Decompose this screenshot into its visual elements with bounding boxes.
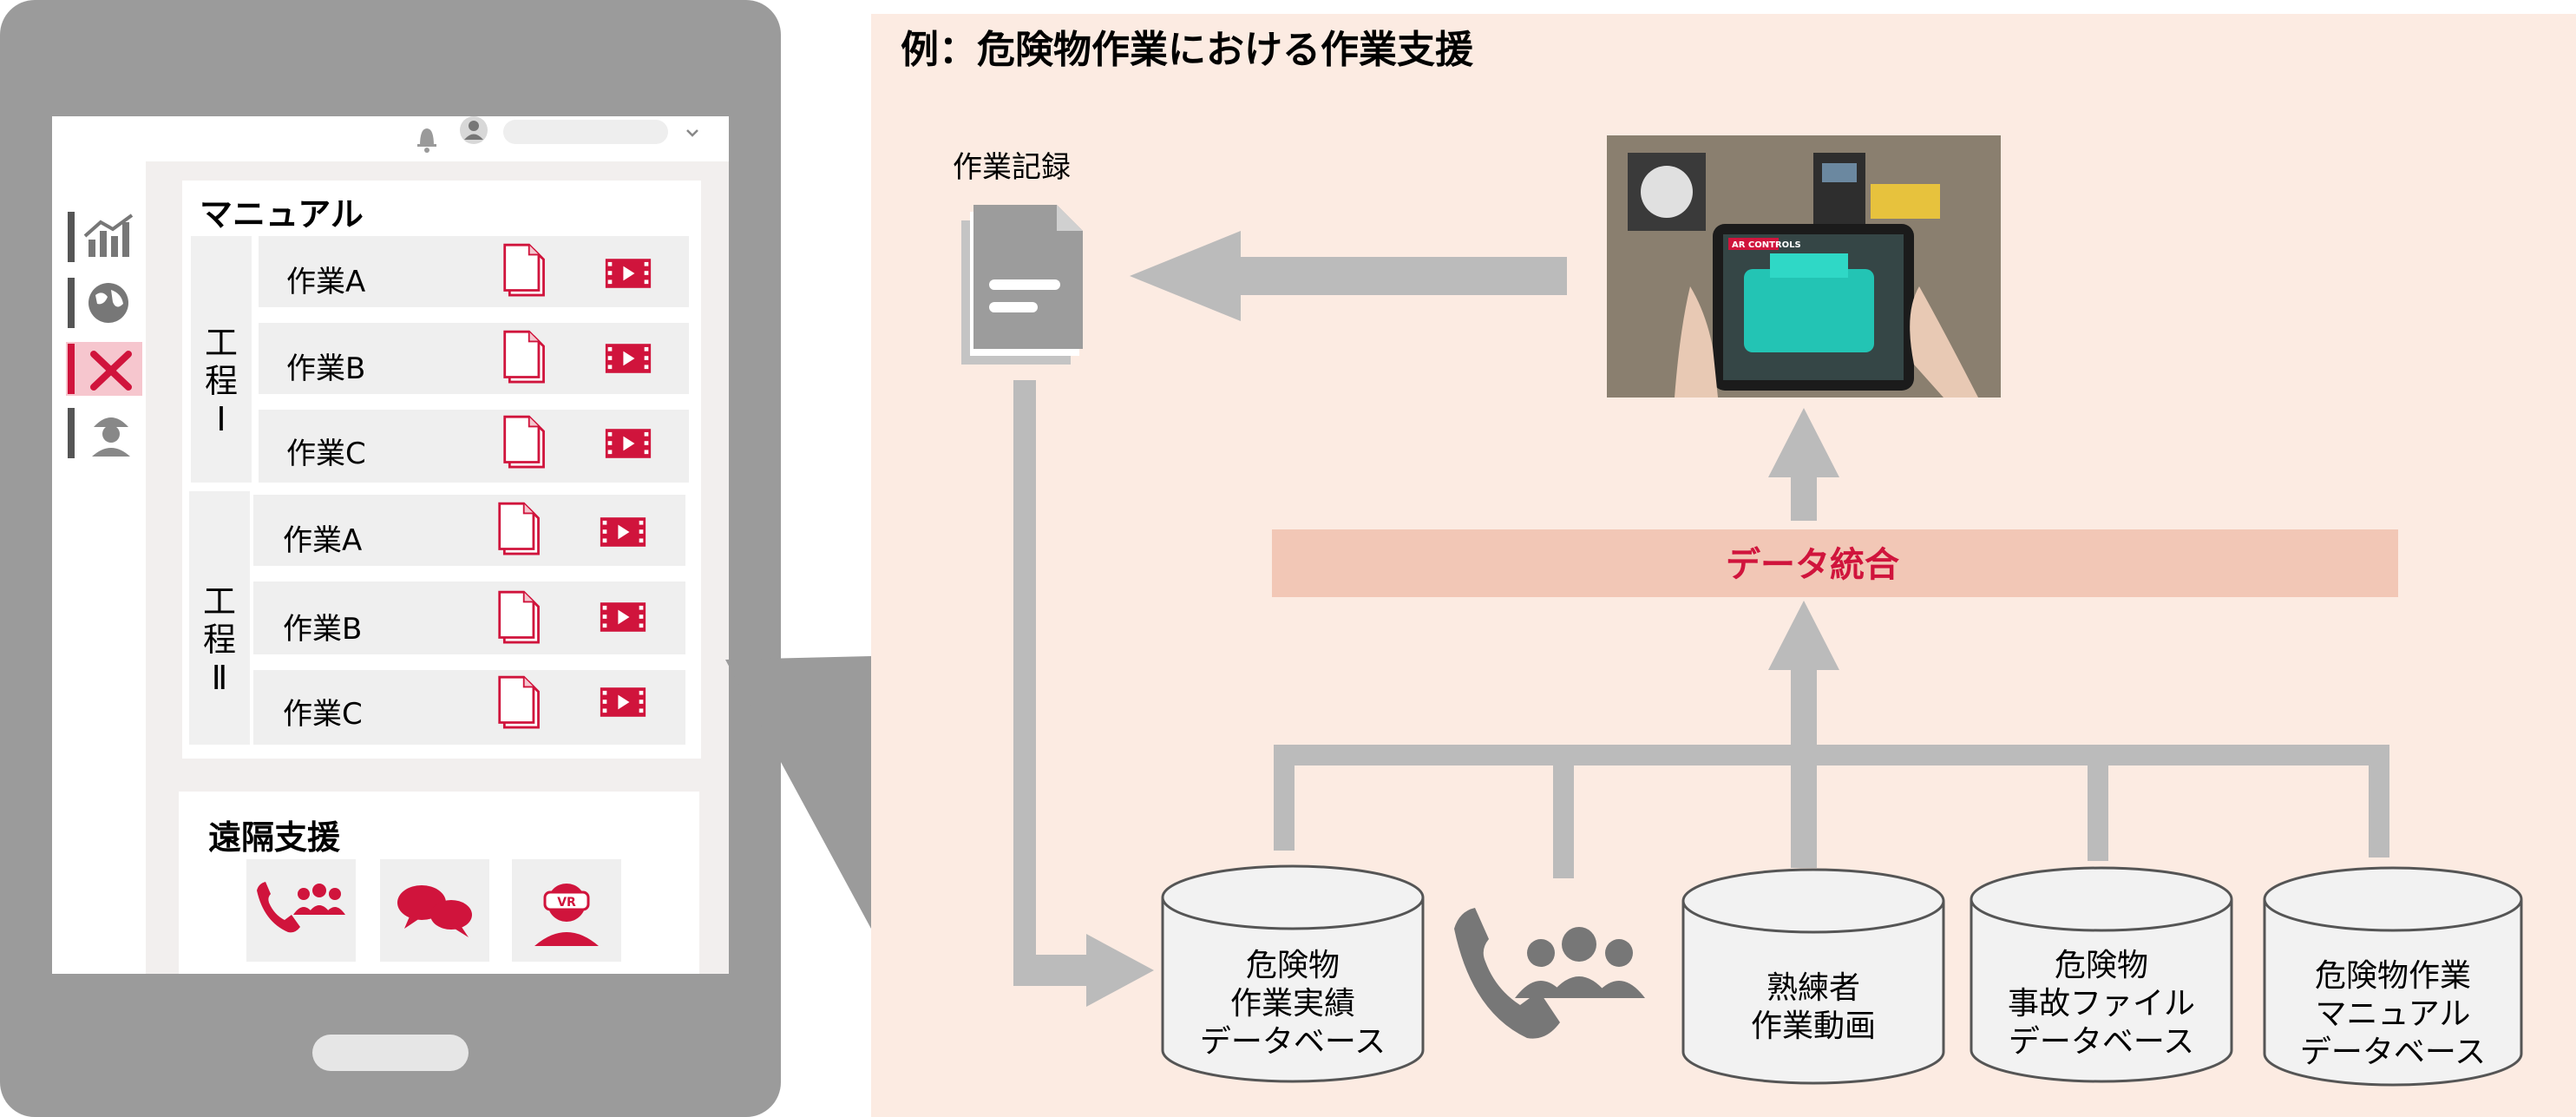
database-label-line: 熟練者 [1766,970,1860,1006]
account-field[interactable] [503,120,668,144]
side-nav-item-analytics[interactable] [68,212,134,262]
side-nav-item-worker[interactable] [68,408,130,458]
ar-label: AR CONTROLS [1732,240,1801,250]
task-row[interactable]: 作業C [259,410,689,483]
database-label-line: マニュアル [2316,996,2471,1032]
database-label-line: 危険物 [1246,948,1340,983]
video-icon[interactable] [605,344,652,373]
video-icon[interactable] [605,429,652,458]
call-team-button[interactable] [246,859,356,962]
database-label-line: 作業実績 [1230,986,1355,1022]
chevron-down-icon[interactable] [686,129,698,137]
task-row[interactable]: 作業A [259,236,689,307]
database-cylinder: 危険物 事故ファイル データベース [1970,866,2233,1083]
globe-icon [88,283,128,323]
process-1-label-box [191,236,252,483]
process-2-label-char: 工 [203,582,236,621]
side-nav-item-global[interactable] [68,278,128,328]
bell-icon[interactable] [417,128,436,153]
task-row[interactable]: 作業B [253,581,685,654]
zoom-connector [725,656,871,929]
arrows [1013,231,2389,1007]
vr-headset-icon: VR [534,884,599,946]
arrow-to-photo [1768,408,1839,477]
database-label-line: 危険物 [2055,948,2148,983]
task-label: 作業A [283,523,362,558]
manifold-drop [1274,745,1295,851]
tools-icon [90,351,132,391]
task-row[interactable]: 作業C [253,670,685,745]
database-cylinder: 危険物 作業実績 データベース [1161,864,1425,1083]
video-icon[interactable] [605,259,652,288]
avatar[interactable] [460,116,488,144]
work-record-document-icon [961,205,1083,365]
manual-document-icon[interactable] [498,590,540,644]
data-integration-bar [1272,529,2398,597]
work-record-label: 作業記録 [953,150,1071,185]
process-1-label-char: 工 [205,324,238,362]
database-label-line: 事故ファイル [2008,986,2195,1022]
chat-button[interactable] [380,859,489,962]
database-label-line: データベース [1200,1024,1386,1060]
task-label: 作業C [283,697,363,732]
task-label: 作業A [286,265,365,299]
arrow-shaft [1791,668,1817,868]
task-label: 作業C [286,437,366,471]
database-cylinder: 危険物作業 マニュアル データベース [2263,866,2523,1087]
vr-label: VR [557,896,576,910]
task-row[interactable]: 作業A [253,495,685,566]
task-label: 作業B [286,352,365,386]
arrow-to-work-record [1130,231,1567,321]
arrow-to-database [1013,934,1154,1007]
chat-icon [397,885,472,937]
video-icon[interactable] [600,517,646,547]
process-1-label-char: Ⅰ [216,400,226,438]
database-label-line: 危険物作業 [2315,958,2471,994]
manual-document-icon[interactable] [503,243,545,297]
task-label: 作業B [283,612,362,647]
task-row[interactable]: 作業B [259,323,689,394]
database-cylinder: 熟練者 作業動画 [1681,868,1945,1085]
phone-icon [257,882,300,933]
video-icon[interactable] [600,602,646,632]
manual-title: マニュアル [200,195,364,233]
side-nav [52,161,146,974]
arrow-to-integration [1768,601,1839,670]
manual-document-icon[interactable] [498,502,540,555]
manifold-drop [1553,765,1574,878]
manual-document-icon[interactable] [503,415,545,469]
manual-document-icon[interactable] [498,675,540,729]
process-2-label-box [189,491,250,745]
ar-tablet-photo: AR CONTROLS [1607,135,2001,398]
team-icon [293,884,345,915]
process-1-label-char: 程 [205,362,238,400]
process-2-label-char: Ⅱ [212,659,228,697]
manifold-drop [2369,745,2389,857]
home-button[interactable] [312,1035,469,1071]
chart-icon [83,214,134,257]
arrow-shaft [1791,476,1817,521]
database-label-line: 作業動画 [1751,1009,1876,1044]
database-label-line: データベース [2300,1035,2486,1070]
phone-icon [1454,908,1560,1039]
database-label-line: データベース [2009,1024,2194,1060]
manifold-drop [2088,765,2108,861]
vr-button[interactable]: VR [512,859,621,962]
worker-helmet-icon [92,417,130,457]
manifold-bar [1274,745,2389,765]
diagram-title: 例：危険物作業における作業支援 [901,28,1474,72]
manual-document-icon[interactable] [503,330,545,384]
remote-support-title: 遠隔支援 [208,818,341,857]
data-integration-label: データ統合 [1726,545,1899,585]
arrow-record-down [1013,380,1036,970]
video-icon[interactable] [600,687,646,717]
side-nav-item-tools[interactable] [66,342,142,396]
team-icon [1527,939,1555,967]
process-2-label-char: 程 [203,621,236,659]
phone-team-icon [1454,908,1645,1039]
tablet: マニュアル 工 程 Ⅰ 作業A 作業B 作業C 工 程 Ⅱ [0,0,781,1117]
